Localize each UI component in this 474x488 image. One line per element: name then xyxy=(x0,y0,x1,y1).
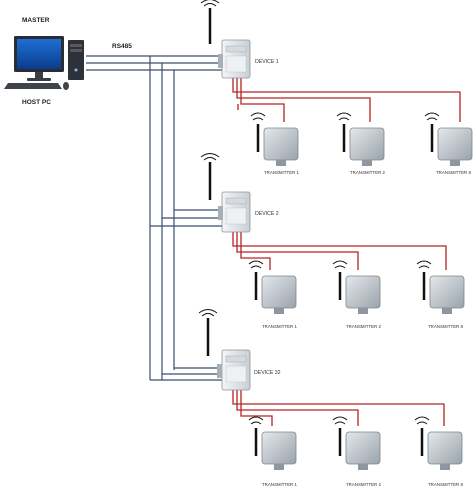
device-unit: DEVICE 32 xyxy=(198,309,281,391)
host-pc-label: HOST PC xyxy=(22,99,51,106)
transmitter: TRANSMITTER 1 xyxy=(250,112,299,175)
transmitter: TRANSMITTER 2 xyxy=(332,416,381,487)
transmitter: TRANSMITTER 2 xyxy=(336,112,385,175)
transmitter-label: TRANSMITTER 8 xyxy=(428,324,463,329)
device-unit: DEVICE 2 xyxy=(200,153,279,233)
mouse xyxy=(63,82,69,90)
device-label: DEVICE 1 xyxy=(255,59,279,65)
transmitter: TRANSMITTER 8 xyxy=(414,416,463,487)
device-label: DEVICE 32 xyxy=(254,370,281,376)
transmitter: TRANSMITTER 1 xyxy=(248,416,297,487)
master-label: MASTER xyxy=(22,17,50,24)
transmitter-label: TRANSMITTER 1 xyxy=(262,482,297,487)
sensor-wiring xyxy=(232,78,461,122)
transmitter-label: TRANSMITTER 2 xyxy=(350,170,385,175)
device-group-1: DEVICE 1 TRANSMITTER 1 TRANSMITTER 2 TRA… xyxy=(200,0,473,175)
transmitter-label: TRANSMITTER 8 xyxy=(428,482,463,487)
rs485-bus xyxy=(86,55,224,381)
keyboard xyxy=(4,83,62,89)
sensor-wiring xyxy=(232,390,445,426)
monitor-screen xyxy=(17,39,61,69)
transmitter-label: TRANSMITTER 8 xyxy=(436,170,471,175)
transmitter: TRANSMITTER 1 xyxy=(248,260,297,329)
device-group-2: DEVICE 2 TRANSMITTER 1 TRANSMITTER 2 TRA… xyxy=(200,153,465,329)
transmitter: TRANSMITTER 8 xyxy=(424,112,473,175)
host-pc: MASTER HOST PC RS485 xyxy=(4,17,132,106)
rs485-label: RS485 xyxy=(112,43,132,50)
device-group-32: DEVICE 32 TRANSMITTER 1 TRANSMITTER 2 TR… xyxy=(198,309,463,487)
transmitter-label: TRANSMITTER 2 xyxy=(346,324,381,329)
device-label: DEVICE 2 xyxy=(255,211,279,217)
device-unit: DEVICE 1 xyxy=(200,0,279,79)
transmitter: TRANSMITTER 8 xyxy=(416,260,465,329)
transmitter: TRANSMITTER 2 xyxy=(332,260,381,329)
transmitter-label: TRANSMITTER 1 xyxy=(262,324,297,329)
sensor-wiring xyxy=(232,232,447,270)
transmitter-label: TRANSMITTER 1 xyxy=(264,170,299,175)
transmitter-label: TRANSMITTER 2 xyxy=(346,482,381,487)
